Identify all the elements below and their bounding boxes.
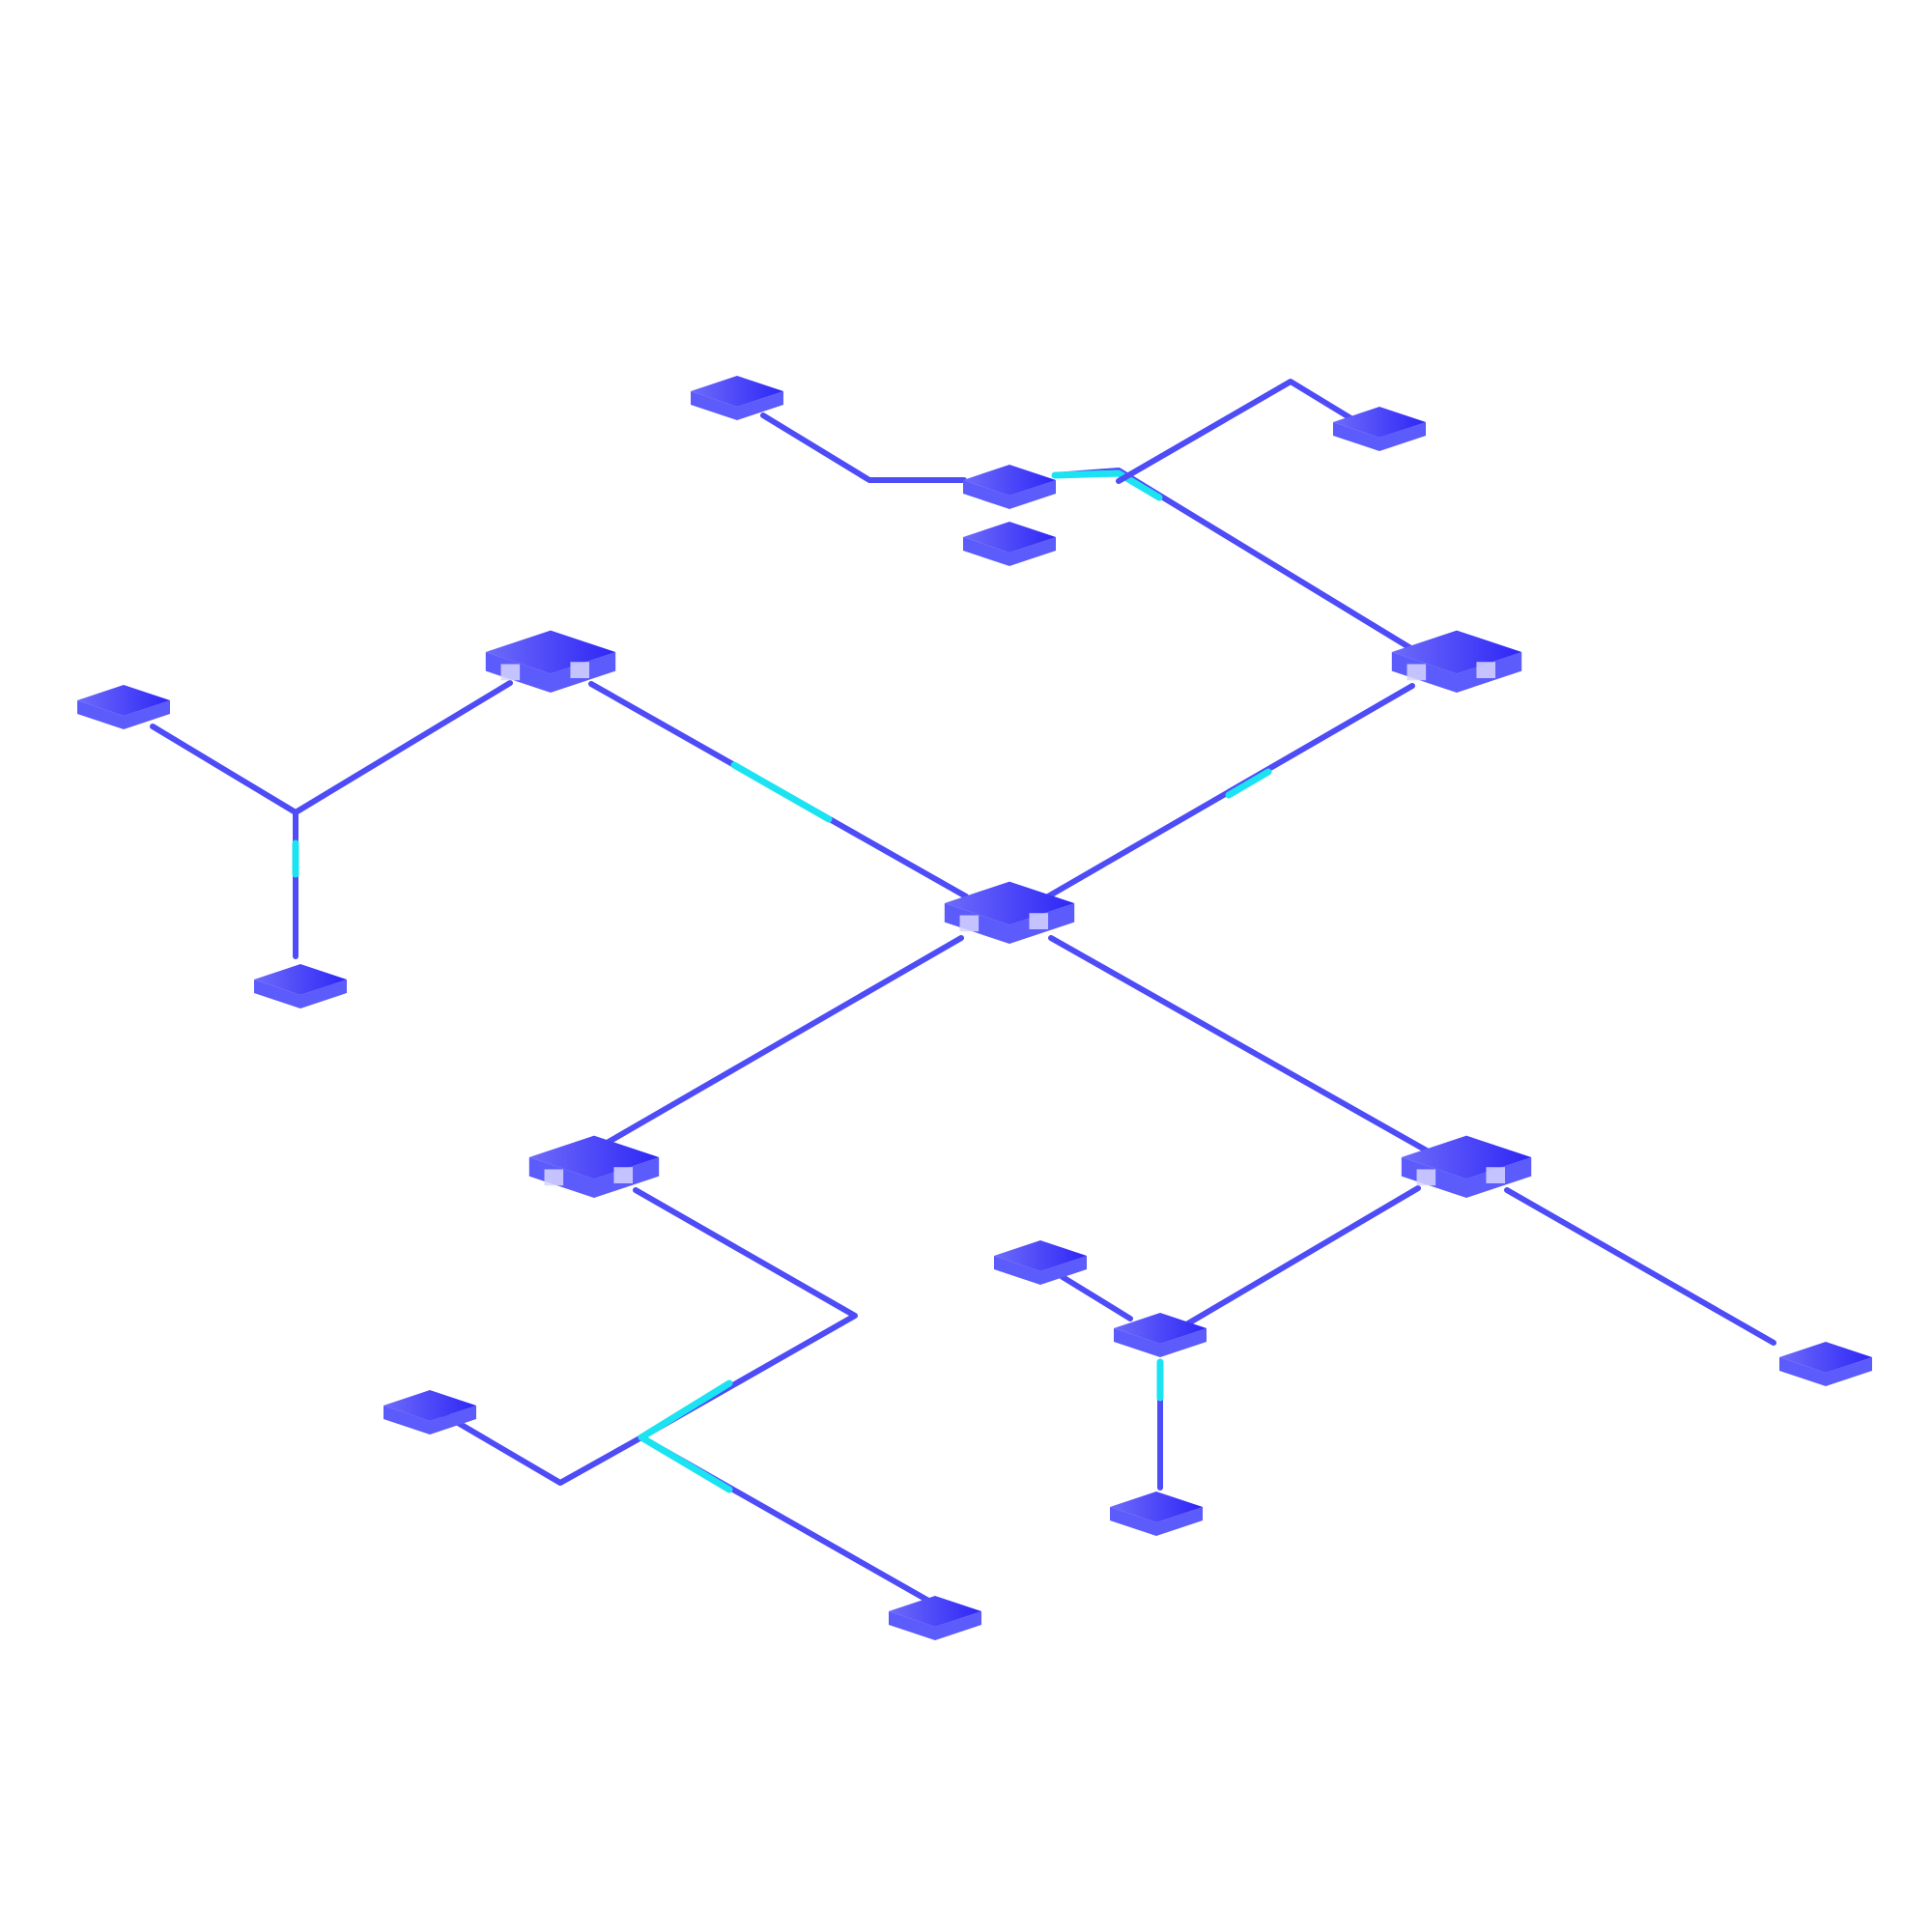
top-right-device-node[interactable] xyxy=(1333,407,1426,451)
node-right-face xyxy=(300,980,347,1009)
node-port-left xyxy=(1416,1169,1436,1186)
node-port-right xyxy=(1486,1167,1506,1184)
link-core-to-upper-left-hub xyxy=(588,681,969,899)
link-highlight xyxy=(638,1379,733,1441)
node-left-face xyxy=(1779,1357,1826,1386)
node-right-face xyxy=(737,391,783,420)
link-core-to-lower-right-hub xyxy=(1048,935,1435,1156)
link-upper-right-hub-to-top-center-device xyxy=(1051,468,1415,652)
node-left-face xyxy=(889,1611,935,1640)
node-left-face xyxy=(254,980,300,1009)
link-line xyxy=(1052,468,1415,652)
node-port-left xyxy=(544,1169,564,1186)
top-left-device-node[interactable] xyxy=(691,376,783,420)
link-line xyxy=(150,680,513,815)
node-top-face xyxy=(994,1240,1087,1271)
top-center-device-lower-node[interactable] xyxy=(963,522,1056,566)
lower-left-hub-node[interactable] xyxy=(528,1135,660,1198)
node-top-face xyxy=(254,964,347,995)
node-right-face xyxy=(1160,1328,1207,1357)
node-right-face xyxy=(935,1611,981,1640)
node-port-left xyxy=(500,664,521,681)
link-line xyxy=(606,935,964,1145)
lower-right-hub-node[interactable] xyxy=(1401,1135,1532,1198)
link-line xyxy=(1116,379,1355,484)
node-left-face xyxy=(1110,1507,1156,1536)
link-highlight xyxy=(1051,469,1163,501)
node-port-left xyxy=(959,915,980,932)
node-right-face xyxy=(1009,480,1056,509)
node-left-face xyxy=(994,1256,1040,1285)
node-right-face xyxy=(1379,422,1426,451)
node-top-face xyxy=(1114,1313,1207,1344)
bottom-left-device-node[interactable] xyxy=(384,1390,476,1435)
link-highlight xyxy=(1225,768,1272,799)
bottom-center-device-node[interactable] xyxy=(889,1596,981,1640)
node-left-face xyxy=(963,480,1009,509)
upper-left-hub-node[interactable] xyxy=(485,630,616,693)
link-line xyxy=(1185,1185,1421,1326)
link-mid-right-device-to-mid-right-upper-device xyxy=(1060,1274,1133,1321)
node-top-face xyxy=(963,522,1056,553)
link-highlight xyxy=(730,761,833,823)
mid-right-upper-device-node[interactable] xyxy=(994,1240,1087,1285)
link-top-center-device-to-top-left-device xyxy=(760,412,967,483)
link-highlight xyxy=(638,1434,733,1493)
link-line xyxy=(1048,935,1435,1156)
node-left-face xyxy=(691,391,737,420)
link-lower-left-hub-to-bottom-center-device xyxy=(638,1434,940,1608)
node-port-right xyxy=(1476,662,1496,679)
node-left-face xyxy=(77,700,124,729)
upper-right-hub-node[interactable] xyxy=(1391,630,1522,693)
node-port-right xyxy=(570,662,590,679)
node-top-face xyxy=(1110,1492,1203,1522)
node-top-face xyxy=(963,465,1056,496)
mid-right-device-node[interactable] xyxy=(1114,1313,1207,1357)
node-top-face xyxy=(77,685,170,716)
node-right-face xyxy=(430,1406,476,1435)
link-core-to-lower-left-hub xyxy=(606,935,964,1145)
far-right-device-node[interactable] xyxy=(1779,1342,1872,1386)
core-node[interactable] xyxy=(944,881,1075,944)
node-right-face xyxy=(124,700,170,729)
link-top-center-device-to-top-right-device xyxy=(1116,379,1355,484)
link-upper-left-hub-to-far-left-device xyxy=(150,680,513,815)
link-line xyxy=(1060,1274,1133,1321)
link-lower-right-hub-to-far-right-device xyxy=(1504,1187,1776,1346)
node-top-face xyxy=(691,376,783,407)
node-left-face xyxy=(384,1406,430,1435)
node-port-right xyxy=(1029,913,1049,930)
node-left-face xyxy=(1114,1328,1160,1357)
node-left-face xyxy=(963,537,1009,566)
left-bottom-device-node[interactable] xyxy=(254,964,347,1009)
link-line xyxy=(760,412,967,483)
top-center-device-node[interactable] xyxy=(963,465,1056,509)
node-port-left xyxy=(1406,664,1427,681)
node-top-face xyxy=(889,1596,981,1627)
far-left-device-node[interactable] xyxy=(77,685,170,729)
node-right-face xyxy=(1826,1357,1872,1386)
link-core-to-upper-right-hub xyxy=(1045,683,1415,899)
links-layer xyxy=(150,379,1776,1608)
node-right-face xyxy=(1040,1256,1087,1285)
node-right-face xyxy=(1009,537,1056,566)
node-right-face xyxy=(1156,1507,1203,1536)
nodes-layer xyxy=(77,376,1872,1640)
node-port-right xyxy=(613,1167,634,1184)
link-lower-right-hub-to-mid-right-device xyxy=(1185,1185,1421,1326)
node-top-face xyxy=(1333,407,1426,438)
node-top-face xyxy=(1779,1342,1872,1373)
node-left-face xyxy=(1333,422,1379,451)
node-top-face xyxy=(384,1390,476,1421)
link-line xyxy=(1504,1187,1776,1346)
mid-right-lower-device-node[interactable] xyxy=(1110,1492,1203,1536)
